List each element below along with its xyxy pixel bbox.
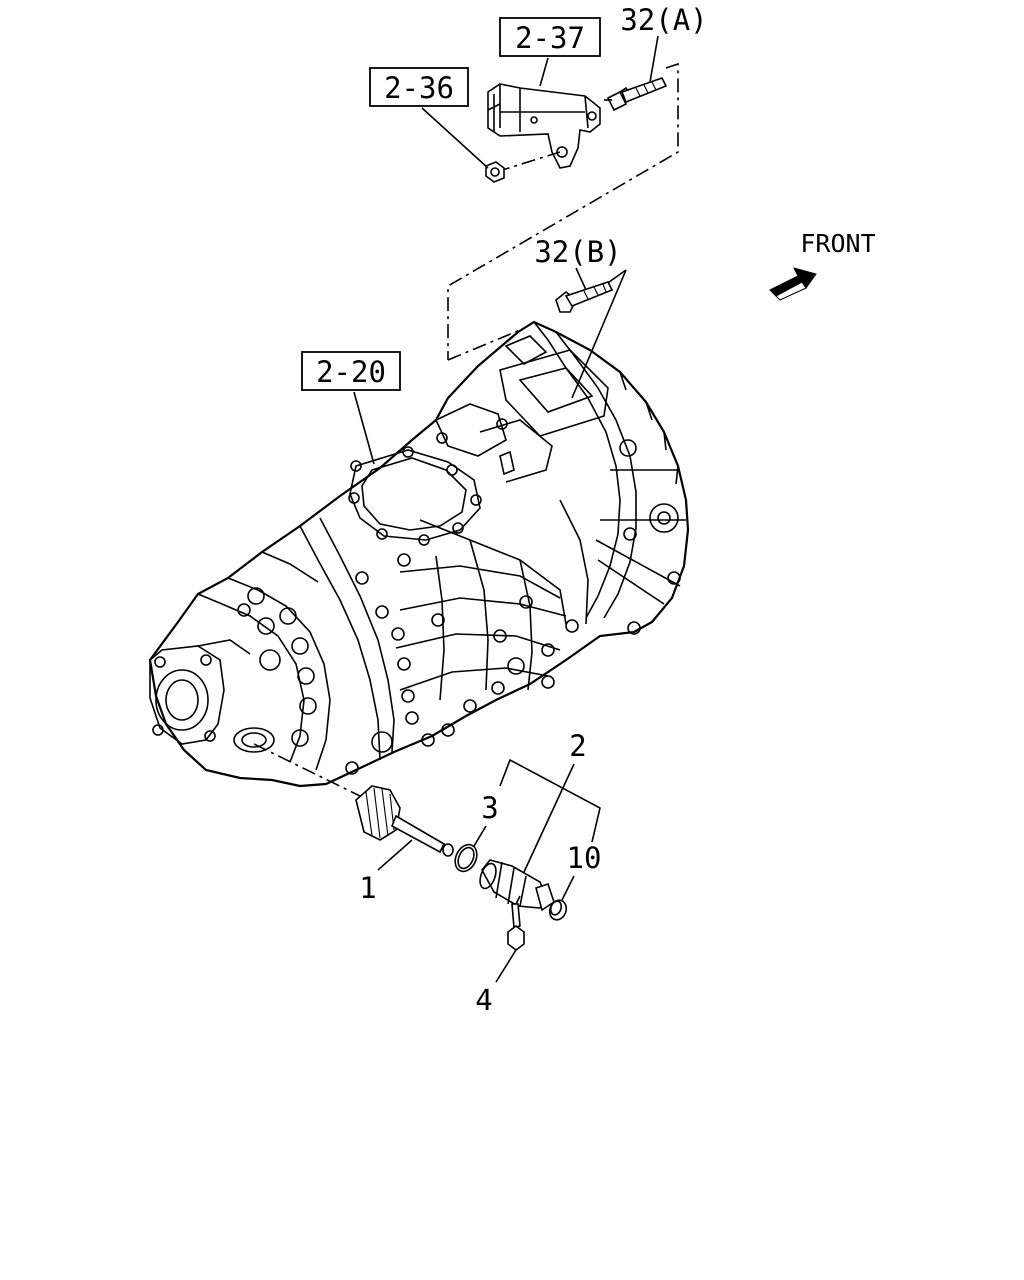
speedometer-axis-line	[253, 743, 361, 797]
assembly-link-line-upper	[447, 62, 679, 360]
callout-32a[interactable]: 32(A)	[620, 3, 708, 83]
svg-text:FRONT: FRONT	[800, 229, 875, 258]
bolt-part-4	[507, 895, 525, 951]
callout-part-4[interactable]: 4	[475, 949, 517, 1017]
bolt-32b-part	[555, 281, 614, 313]
svg-text:32(A): 32(A)	[620, 3, 707, 37]
svg-text:2-37: 2-37	[515, 21, 585, 55]
callout-2-37[interactable]: 2-37	[499, 17, 601, 87]
callout-2-20[interactable]: 2-20	[301, 351, 401, 465]
assembly-link-line-lower	[447, 329, 521, 361]
callout-32b[interactable]: 32(B)	[534, 235, 627, 399]
svg-text:10: 10	[567, 841, 602, 875]
mount-bracket-assembly	[485, 77, 668, 183]
seal-part	[548, 899, 568, 921]
o-ring-part	[454, 843, 478, 873]
callout-part-10[interactable]: 10	[561, 841, 602, 901]
svg-text:3: 3	[481, 791, 498, 825]
transmission-housing	[148, 320, 690, 788]
callout-part-3[interactable]: 3	[473, 791, 499, 847]
svg-text:2: 2	[569, 729, 586, 763]
svg-text:1: 1	[359, 871, 376, 905]
driven-gear-part	[355, 785, 454, 857]
svg-text:2-20: 2-20	[316, 355, 386, 389]
bolt-32a-part	[606, 77, 668, 112]
front-indicator: FRONT	[769, 229, 876, 301]
svg-text:4: 4	[475, 983, 492, 1017]
callout-2-36[interactable]: 2-36	[369, 67, 489, 169]
callout-part-2[interactable]: 2	[499, 729, 601, 873]
nut-part	[485, 161, 505, 183]
svg-text:2-36: 2-36	[384, 71, 454, 105]
callout-part-1[interactable]: 1	[359, 839, 413, 905]
svg-text:32(B): 32(B)	[534, 235, 621, 269]
front-arrow-icon	[769, 267, 817, 301]
sleeve-part	[479, 859, 555, 912]
